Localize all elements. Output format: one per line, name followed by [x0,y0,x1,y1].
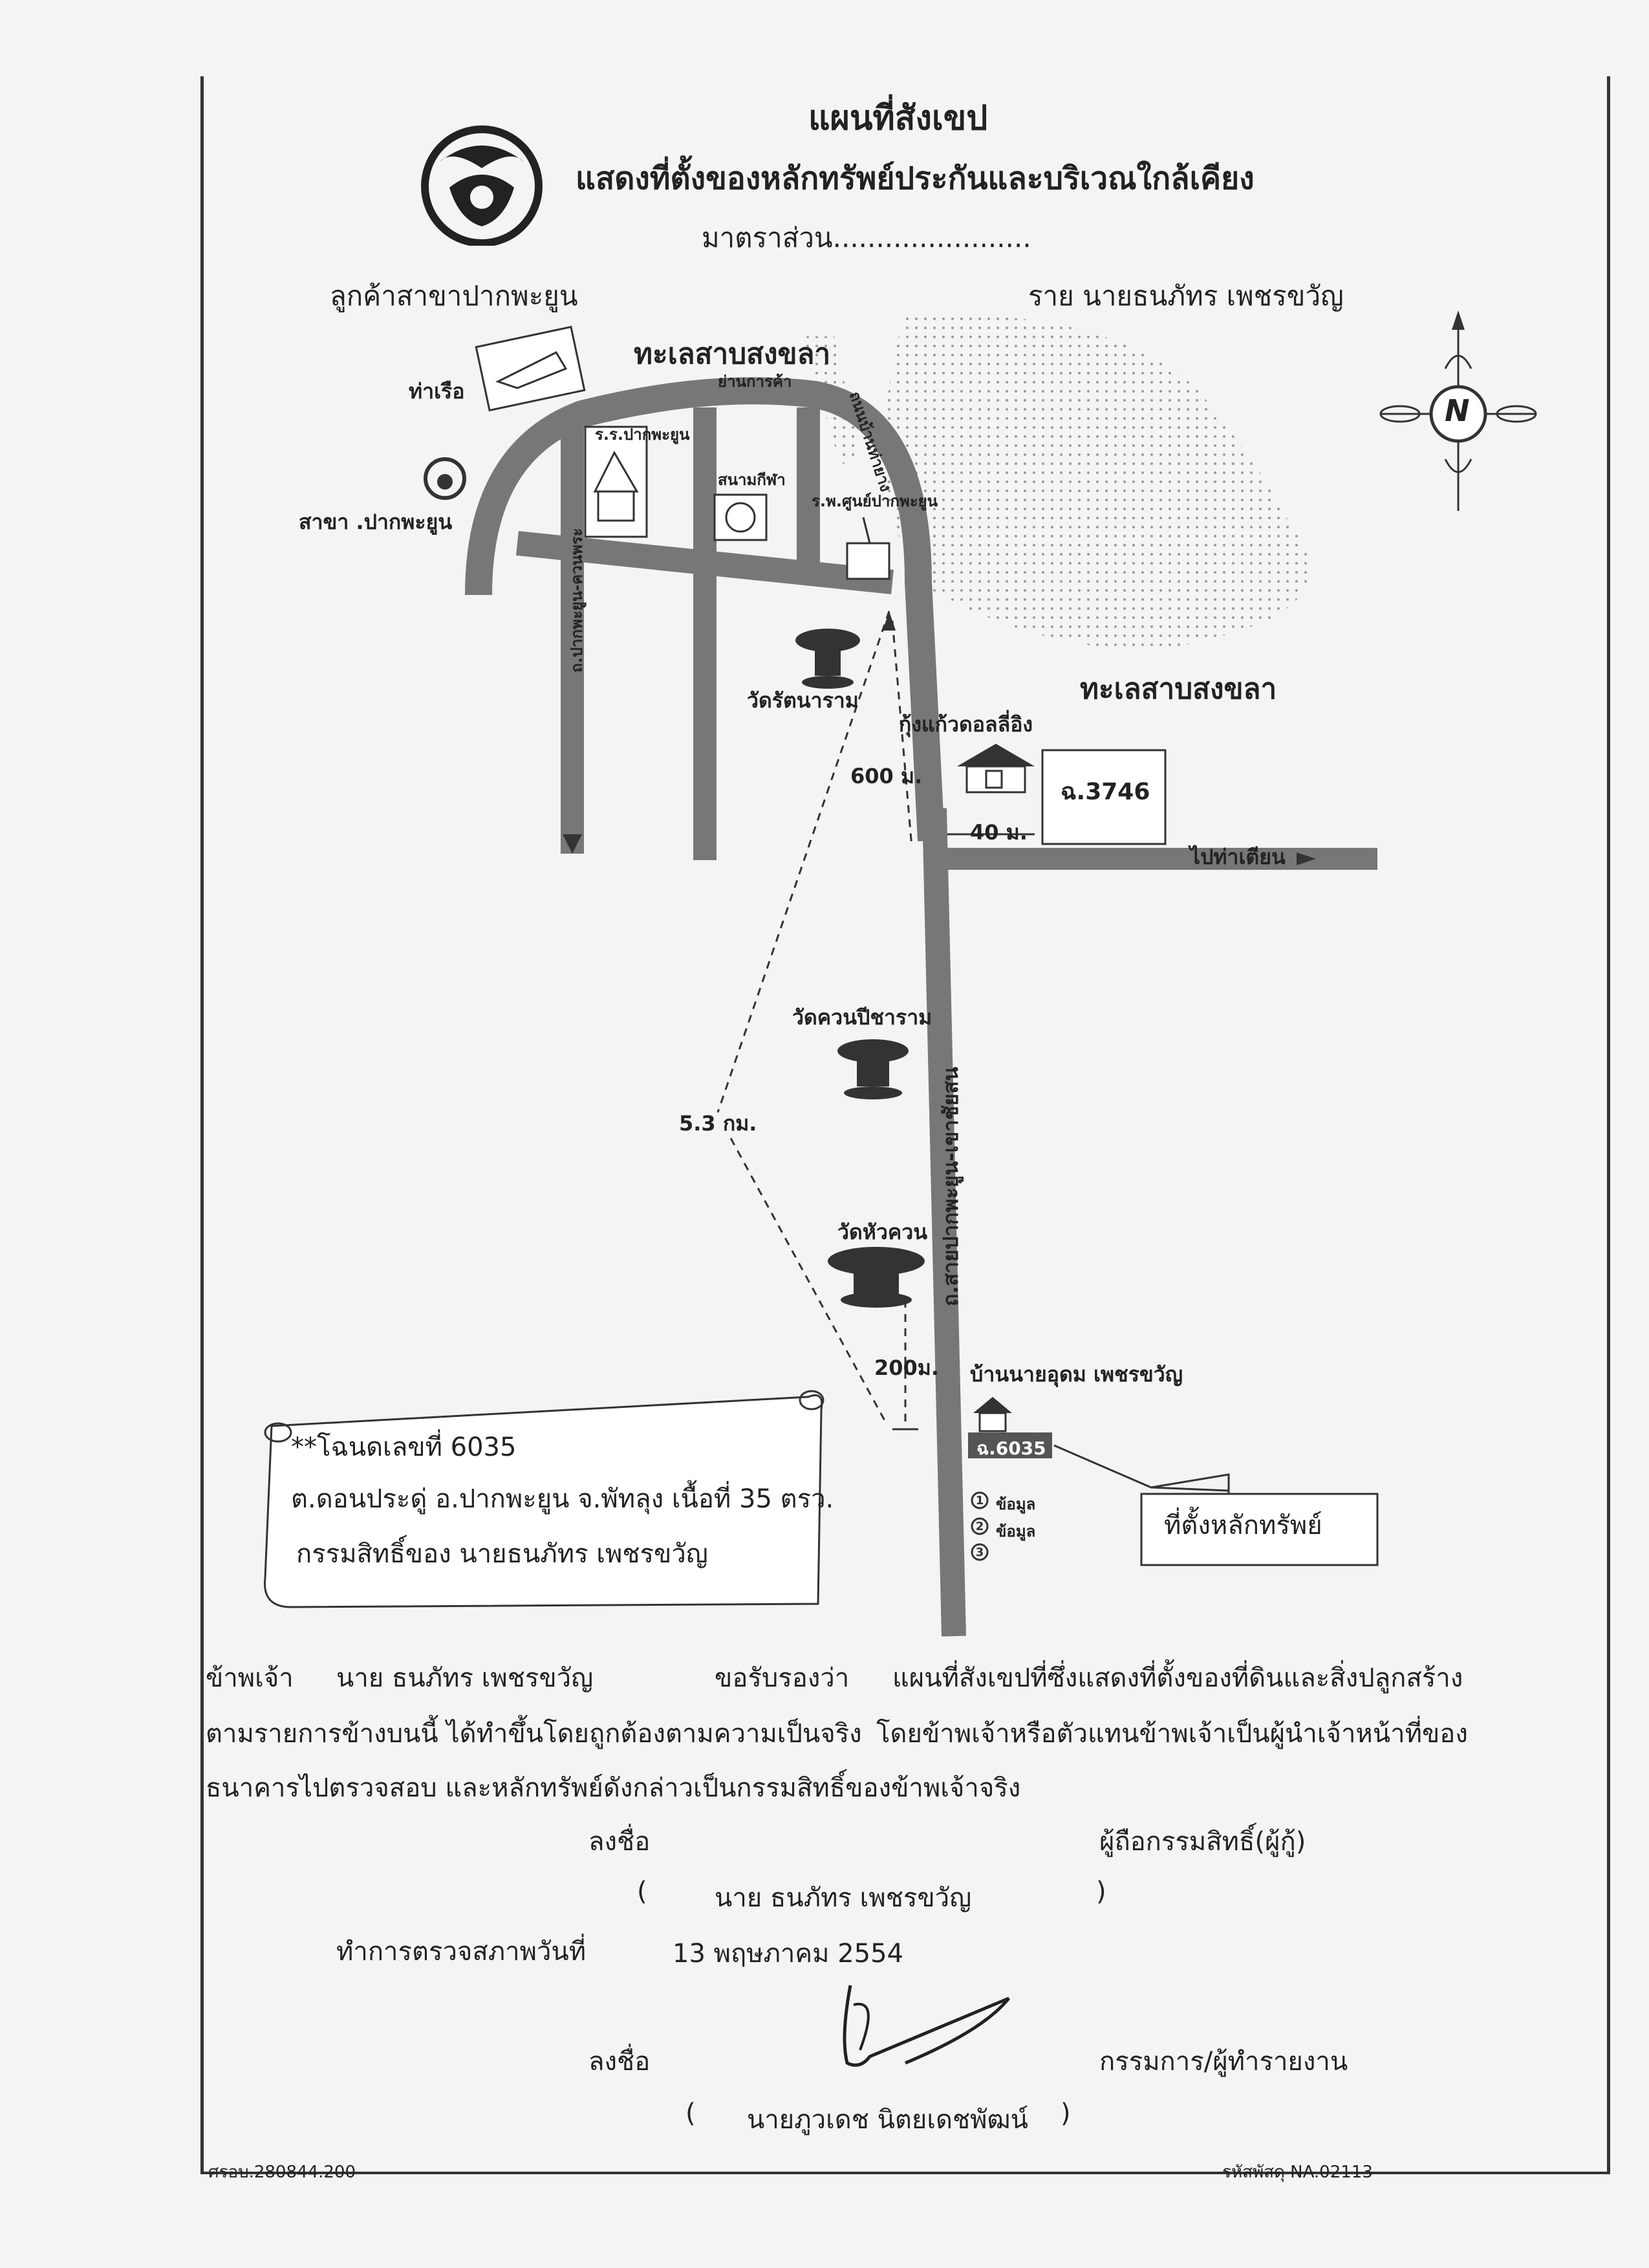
temple2-label: วัดควนปีชาราม [792,1005,932,1030]
temple-icon-2 [837,1039,909,1099]
owner-role: ผู้ถือกรรมสิทธิ์(ผู้กู้) [1099,1827,1306,1857]
temple3-label: วัดหัวควน [837,1220,928,1244]
school-label: ร.ร.ปากพะยูน [595,426,690,444]
stadium-label: สนามกีฬา [718,471,786,489]
cert-map-desc: แผนที่สังเขปที่ซึ่งแสดงที่ตั้งของที่ดินแ… [892,1663,1463,1693]
cert-name: นาย ธนภัทร เพชรขวัญ [336,1663,594,1693]
shrimp-farm-label: กุ้งแก้วดอลลี่อิง [899,712,1033,737]
lake-area [883,315,1311,650]
road-loop [465,377,945,842]
collateral-location-label: ที่ตั้งหลักทรัพย์ [1164,1511,1322,1540]
sign-label-1: ลงชื่อ [588,1827,651,1857]
cert-certify: ขอรับรองว่า [715,1663,850,1693]
distance-40: 40 ม. [970,820,1028,845]
temple1-label: วัดรัตนาราม [747,688,859,713]
inspect-date-label: ทำการตรวจสภาพวันที่ [336,1937,587,1967]
signature-mark [843,1985,1010,2067]
lake-north-label: ทะเลสาบสงขลา [634,338,831,371]
paren-close-1: ) [1096,1877,1106,1906]
note-2: ข้อมูล [996,1522,1036,1540]
cert-line2a: ตามรายการข้างบนนี้ ได้ทำขึ้นโดยถูกต้องตา… [206,1719,862,1749]
footer-form-code: ศรอบ.280844.200 [208,2163,356,2182]
compass-north-label: N [1445,393,1470,428]
map-title: แผนที่สังเขป [808,99,988,138]
pier-label: ท่าเรือ [409,379,465,404]
road-main [922,808,966,1637]
house-icon-2 [973,1397,1012,1432]
cert-word-i: ข้าพเจ้า [206,1663,294,1693]
reporter-role: กรรมการ/ผู้ทำรายงาน [1099,2047,1348,2077]
temple-icon-1 [795,629,860,689]
document-frame [200,76,1610,2174]
distance-5-3: 5.3 กม. [679,1111,757,1136]
road-left-label: ถ.ปากพะยูน-ควนพระ [568,528,586,673]
temple-icon-3 [828,1247,925,1308]
cert-line3: ธนาคารไปตรวจสอบ และหลักทรัพย์ดังกล่าวเป็… [206,1773,1021,1803]
market-label: ย่านการค้า [718,373,792,391]
deed-location: ต.ดอนประดู่ อ.ปากพะยูน จ.พัทลุง เนื้อที่… [291,1484,834,1514]
bank-logo-icon [421,125,543,246]
road-main-label: ถ.สายปากพะยูน-เขาชัยสน [938,1066,963,1306]
footer-supply-code: รหัสพัสดุ NA.02113 [1222,2163,1373,2182]
hospital-label: ร.พ.ศูนย์ปากพะยูน [812,492,938,510]
distance-600: 600 ม. [850,764,923,788]
plot2-label: ฉ.6035 [976,1438,1046,1459]
owner-name: นาย ธนภัทร เพชรขวัญ [715,1883,972,1913]
compass-icon [1379,310,1537,511]
scroll-shape [264,1394,823,1608]
to-tatian-label: ไปท่าเตียน [1190,845,1286,869]
neighbor-house-label: บ้านนายอุดม เพชรขวัญ [970,1362,1183,1387]
reporter-name: นายภูวเดช นิตยเดชพัฒน์ [747,2105,1028,2135]
paren-close-2: ) [1061,2099,1071,2128]
house-icon-1 [957,744,1035,794]
map-subtitle: แสดงที่ตั้งของหลักทรัพย์ประกันและบริเวณใ… [576,160,1255,197]
customer-name: ราย นายธนภัทร เพชรขวัญ [1028,280,1344,312]
paren-open-2: ( [685,2099,696,2128]
note-1: ข้อมูล [996,1495,1036,1513]
svg-text:3: 3 [976,1546,984,1559]
distance-200: 200ม. [874,1355,940,1380]
branch-label: สาขา .ปากพะยูน [299,510,453,534]
lake-east-label: ทะเลสาบสงขลา [1080,673,1277,706]
sign-label-2: ลงชื่อ [588,2047,651,2077]
customer-branch: ลูกค้าสาขาปากพะยูน [330,280,578,312]
svg-text:1: 1 [976,1494,984,1507]
title-deed-number: **โฉนดเลขที่ 6035 [291,1432,517,1462]
inspect-date: 13 พฤษภาคม 2554 [673,1939,904,1969]
paren-open-1: ( [637,1877,647,1906]
scale-label: มาตราส่วน....................... [702,222,1031,254]
svg-text:2: 2 [976,1520,984,1533]
cert-line2b: โดยข้าพเจ้าหรือตัวแทนข้าพเจ้าเป็นผู้นำเจ… [876,1719,1468,1749]
plot1-label: ฉ.3746 [1061,779,1150,805]
deed-owner: กรรมสิทธิ์ของ นายธนภัทร เพชรขวัญ [296,1539,708,1569]
